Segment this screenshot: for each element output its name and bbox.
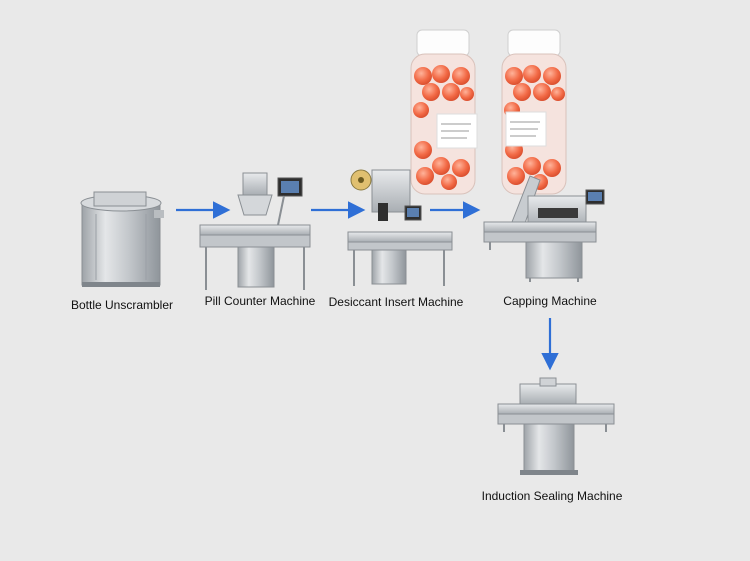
induction-sealing-image (497, 377, 615, 475)
gummy-bottle-image (410, 29, 567, 195)
label-bottle-unscrambler: Bottle Unscrambler (70, 298, 174, 312)
desiccant-insert-image (347, 169, 453, 286)
label-induction-sealing: Induction Sealing Machine (481, 489, 623, 503)
pill-counter-image (199, 172, 311, 290)
label-pill-counter: Pill Counter Machine (204, 294, 316, 308)
label-desiccant-insert: Desiccant Insert Machine (328, 295, 464, 309)
bottle-unscrambler-image (80, 191, 164, 287)
capping-machine-image (483, 175, 605, 282)
label-capping: Capping Machine (503, 294, 597, 308)
